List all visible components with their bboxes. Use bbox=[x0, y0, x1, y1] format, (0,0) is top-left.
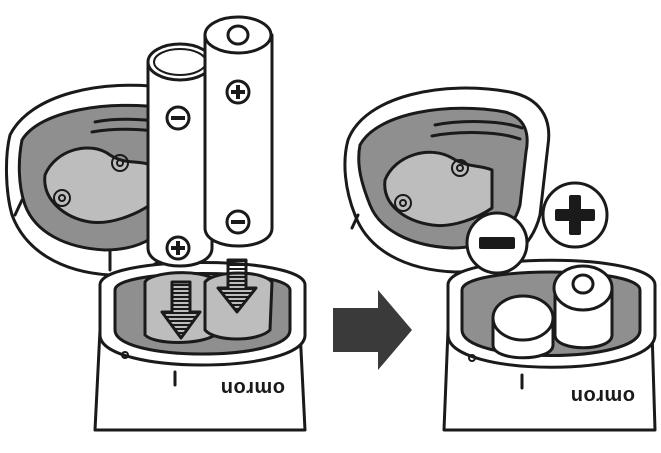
battery-2-minus-icon bbox=[225, 209, 251, 235]
right-insert-arrow bbox=[216, 258, 258, 314]
left-brand-logo: omron bbox=[220, 377, 285, 399]
left-device: omron bbox=[5, 15, 307, 432]
installed-battery-left bbox=[491, 294, 555, 360]
right-device: omron bbox=[343, 86, 657, 432]
battery-2-plus-icon bbox=[225, 79, 251, 105]
right-arrow-icon bbox=[333, 290, 412, 370]
battery-1-minus-icon bbox=[165, 105, 191, 131]
left-insert-arrow bbox=[160, 280, 202, 340]
installed-battery-right bbox=[552, 264, 614, 350]
battery-negative-up bbox=[146, 42, 214, 268]
right-brand-logo: omron bbox=[570, 385, 635, 407]
left-device-body: omron bbox=[93, 261, 307, 432]
minus-icon bbox=[465, 211, 529, 275]
battery-1-plus-icon bbox=[165, 235, 191, 261]
plus-icon bbox=[541, 181, 609, 249]
right-device-body: omron bbox=[442, 258, 657, 432]
battery-positive-up bbox=[203, 15, 274, 248]
